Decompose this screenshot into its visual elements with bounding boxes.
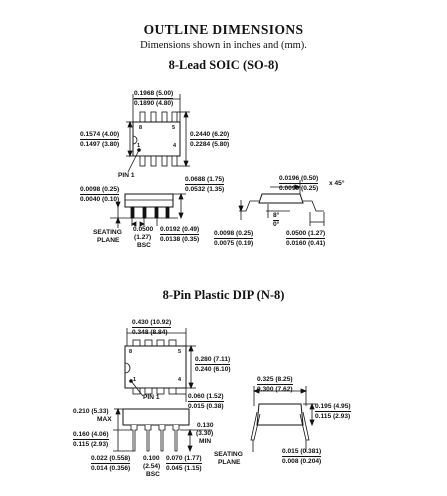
- dip-pitch-in: 0.100: [143, 455, 160, 462]
- soic-body-length-max: 0.1968 (5.00): [134, 90, 174, 99]
- dip-pin-5-label: 5: [178, 349, 182, 355]
- dip-lead-span-min: 0.115 (2.93): [315, 413, 351, 420]
- dip-heading: 8-Pin Plastic DIP (N-8): [162, 288, 285, 302]
- dip-pin1-label: PIN 1: [143, 394, 160, 401]
- dip-lead-width-max: 0.022 (0.558): [91, 455, 131, 464]
- dip-shoulder-min: 0.045 (1.15): [166, 465, 202, 472]
- dip-row-min: 0.300 (7.62): [257, 386, 293, 393]
- soic-seating-plane-line1: SEATING: [93, 229, 122, 236]
- soic-top-view: [126, 94, 190, 173]
- soic-pitch-bsc: BSC: [137, 242, 151, 249]
- dip-lead-length-min: 0.115 (2.93): [73, 441, 109, 448]
- dip-seat-min-label: MIN: [199, 438, 212, 445]
- dip-seat-min-in: 0.130: [197, 422, 214, 429]
- soic-body-length-min: 0.1890 (4.80): [134, 100, 174, 107]
- dip-seating-plane-line1: SEATING: [214, 451, 243, 458]
- dip-seat-min-mm: (3.30): [196, 430, 214, 437]
- soic-height-min: 0.0532 (1.35): [185, 186, 225, 193]
- dip-seating-plane-line2: PLANE: [218, 459, 241, 466]
- soic-pitch-mm: (1.27): [134, 234, 152, 241]
- dip-height-max-label: MAX: [97, 416, 112, 423]
- dip-length-max: 0.430 (10.92): [132, 319, 172, 328]
- soic-lead-thickness-min: 0.0075 (0.19): [214, 240, 254, 247]
- soic-pin1-label: PIN 1: [118, 172, 135, 179]
- soic-heading: 8-Lead SOIC (SO-8): [168, 58, 279, 72]
- soic-chamfer-min: 0.0099 (0.25): [279, 185, 319, 192]
- soic-angle-max: 8°: [273, 212, 280, 221]
- soic-chamfer-max: 0.0196 (0.50): [279, 175, 319, 184]
- soic-seating-plane-line2: PLANE: [97, 237, 120, 244]
- soic-standoff-max: 0.0098 (0.25): [80, 186, 120, 195]
- soic-body-width-max: 0.1574 (4.00): [80, 131, 120, 140]
- soic-lead-width-max: 0.0192 (0.49): [160, 226, 200, 235]
- dip-pin-1-label: 1: [133, 377, 137, 383]
- page-title: OUTLINE DIMENSIONS: [143, 22, 304, 37]
- soic-pin-5-label: 5: [172, 125, 176, 131]
- soic-pin-8-label: 8: [139, 125, 143, 131]
- dip-pin-8-label: 8: [129, 349, 133, 355]
- dip-lead-width-min: 0.014 (0.356): [91, 465, 131, 472]
- dip-length-min: 0.348 (8.84): [132, 329, 168, 336]
- soic-angle-min: 0°: [273, 221, 280, 228]
- soic-lead-thickness-max: 0.0098 (0.25): [214, 230, 254, 239]
- soic-lead-width-min: 0.0138 (0.35): [160, 236, 200, 243]
- dip-height-value: 0.210 (5.33): [73, 408, 109, 415]
- dip-end-min: 0.015 (0.38): [188, 403, 224, 410]
- soic-overall-width-max: 0.2440 (6.20): [190, 131, 230, 140]
- dip-width-max: 0.280 (7.11): [195, 356, 231, 365]
- dip-end-view: [250, 386, 316, 452]
- soic-side-view: [110, 192, 186, 228]
- dip-width-min: 0.240 (6.10): [195, 366, 231, 373]
- dip-end-max: 0.060 (1.52): [188, 393, 224, 402]
- soic-overall-width-min: 0.2284 (5.80): [190, 141, 230, 148]
- dip-top-view: [124, 328, 196, 402]
- dip-pin-4-label: 4: [178, 377, 182, 383]
- soic-pin-4-label: 4: [173, 143, 177, 149]
- soic-foot-min: 0.0160 (0.41): [286, 240, 326, 247]
- dip-side-view: [113, 407, 212, 453]
- soic-chamfer-angle: x 45°: [329, 180, 345, 187]
- soic-body-width-min: 0.1497 (3.80): [80, 141, 120, 148]
- dip-lead-length-max: 0.160 (4.06): [73, 431, 109, 440]
- soic-pin-1-label: 1: [137, 143, 141, 149]
- soic-foot-max: 0.0500 (1.27): [286, 230, 326, 239]
- soic-standoff-min: 0.0040 (0.10): [80, 196, 120, 203]
- soic-pitch-in: 0.0500: [133, 226, 154, 233]
- dip-pitch-mm: (2.54): [143, 463, 161, 470]
- dip-row-max: 0.325 (8.25): [257, 376, 293, 385]
- soic-end-view: [238, 180, 325, 226]
- dip-pitch-bsc: BSC: [146, 471, 160, 478]
- dip-shoulder-max: 0.070 (1.77): [166, 455, 202, 464]
- soic-height-max: 0.0688 (1.75): [185, 176, 225, 185]
- dip-lead-span-max: 0.195 (4.95): [315, 403, 351, 412]
- page-subtitle: Dimensions shown in inches and (mm).: [140, 40, 307, 51]
- dip-lead-thickness-max: 0.015 (0.381): [282, 448, 322, 457]
- dip-lead-thickness-min: 0.008 (0.204): [282, 458, 322, 465]
